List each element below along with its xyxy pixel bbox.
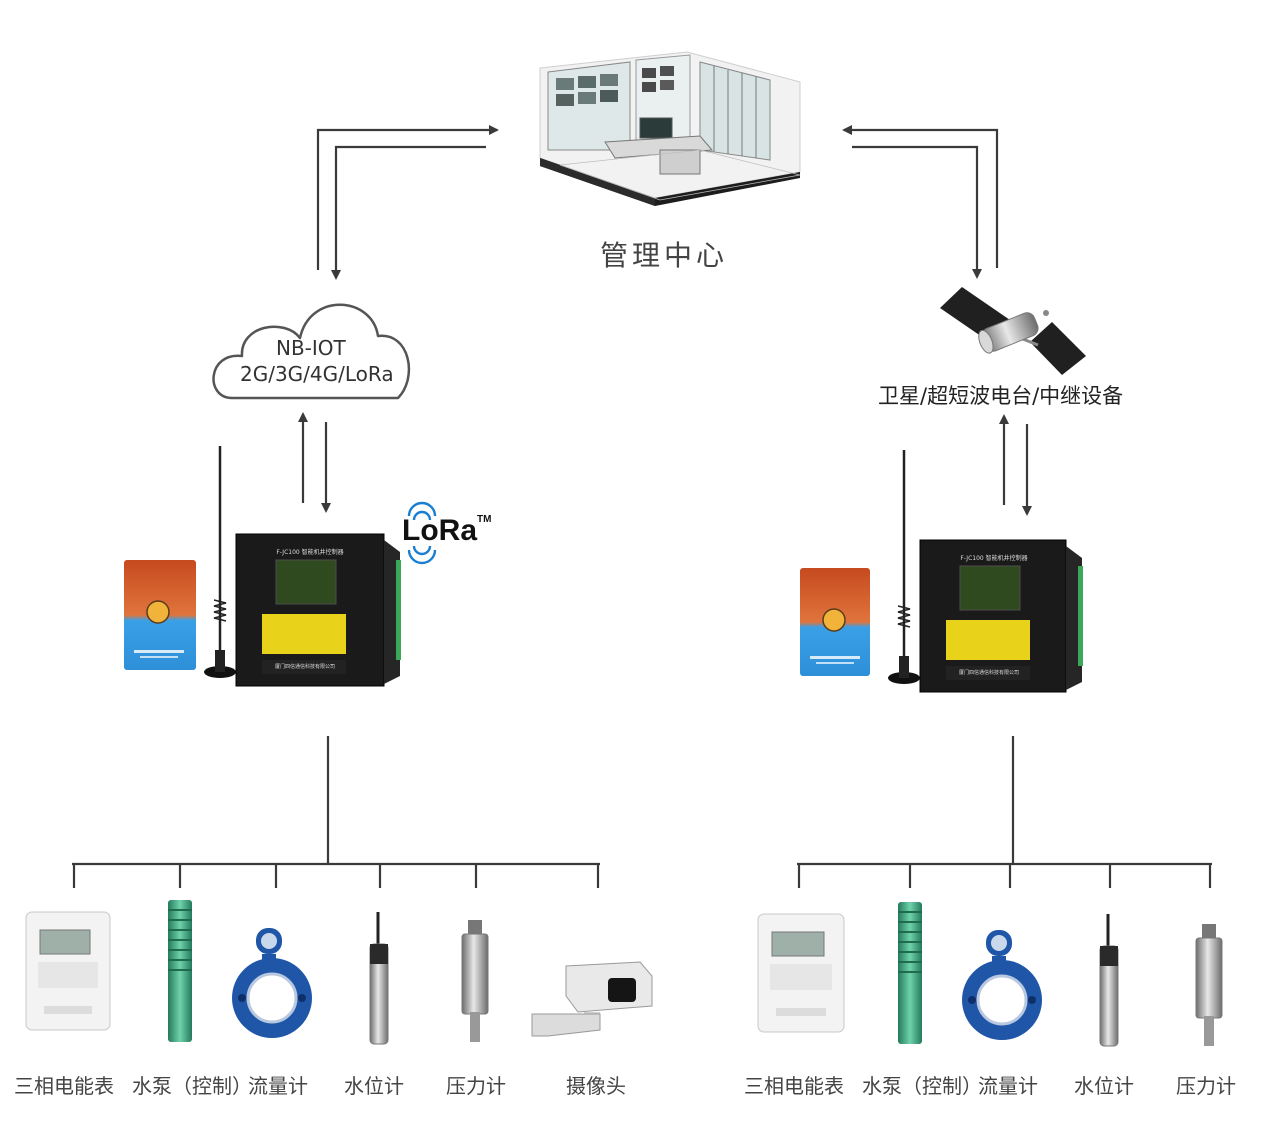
- left-cloud-link-arrows: [298, 412, 331, 513]
- satellite-label: 卫星/超短波电台/中继设备: [878, 384, 1124, 408]
- satellite-icon: [940, 287, 1086, 375]
- left-controller-company: 厦门四信通信科技有限公司: [275, 663, 335, 670]
- left-water-pump-icon: [168, 900, 192, 1042]
- right-controller-icon: [919, 539, 1083, 693]
- right-water-level-sensor-icon: [1099, 914, 1119, 1047]
- right-controller-company: 厦门四信通信科技有限公司: [959, 669, 1019, 676]
- right-water-pump-icon: [898, 902, 922, 1044]
- control-room-icon: [539, 51, 801, 206]
- left-device-bus: [72, 736, 600, 888]
- left-device-label-camera: 摄像头: [566, 1074, 626, 1098]
- cloud-line2: 2G/3G/4G/LoRa: [240, 362, 394, 386]
- right-device-bus: [797, 736, 1212, 888]
- right-device-label-water-level: 水位计: [1074, 1074, 1134, 1098]
- left-pressure-gauge-icon: [461, 920, 489, 1042]
- right-pressure-gauge-icon: [1195, 924, 1223, 1046]
- left-device-label-flow-meter: 流量计: [248, 1074, 308, 1098]
- right-device-label-water-pump: 水泵（控制）: [862, 1074, 982, 1098]
- right-device-label-pressure: 压力计: [1176, 1074, 1236, 1098]
- lora-wave-icon: [407, 501, 437, 565]
- left-uplink-arrows: [316, 125, 499, 280]
- right-uplink-arrows: [842, 125, 999, 279]
- left-water-level-sensor-icon: [369, 912, 389, 1045]
- left-flow-meter-icon: [232, 928, 312, 1038]
- left-device-label-water-level: 水位计: [344, 1074, 404, 1098]
- left-device-label-water-pump: 水泵（控制）: [132, 1074, 252, 1098]
- right-rfid-card-icon: [800, 568, 870, 676]
- lora-logo-text: LoRa: [402, 514, 477, 547]
- right-flow-meter-icon: [962, 930, 1042, 1040]
- cloud-icon: [212, 303, 411, 400]
- left-rfid-card-icon: [124, 560, 196, 670]
- management-center-label: 管理中心: [600, 239, 729, 272]
- left-device-label-energy-meter: 三相电能表: [14, 1074, 114, 1098]
- lora-logo-tm: TM: [477, 514, 492, 525]
- right-satellite-link-arrows: [999, 414, 1032, 516]
- left-controller-icon: [235, 533, 401, 687]
- right-device-label-energy-meter: 三相电能表: [744, 1074, 844, 1098]
- left-energy-meter-icon: [25, 911, 111, 1031]
- cloud-line1: NB-IOT: [276, 336, 346, 360]
- lora-logo: LoRaTM: [402, 514, 491, 548]
- left-camera-icon: [531, 961, 653, 1037]
- right-controller-model: F-JC100 智能机井控制器: [960, 554, 1027, 562]
- left-antenna-icon: [204, 446, 236, 678]
- right-device-label-flow-meter: 流量计: [978, 1074, 1038, 1098]
- right-energy-meter-icon: [757, 913, 845, 1033]
- left-device-label-pressure: 压力计: [446, 1074, 506, 1098]
- left-controller-model: F-JC100 智能机井控制器: [276, 548, 343, 556]
- right-antenna-icon: [888, 450, 920, 684]
